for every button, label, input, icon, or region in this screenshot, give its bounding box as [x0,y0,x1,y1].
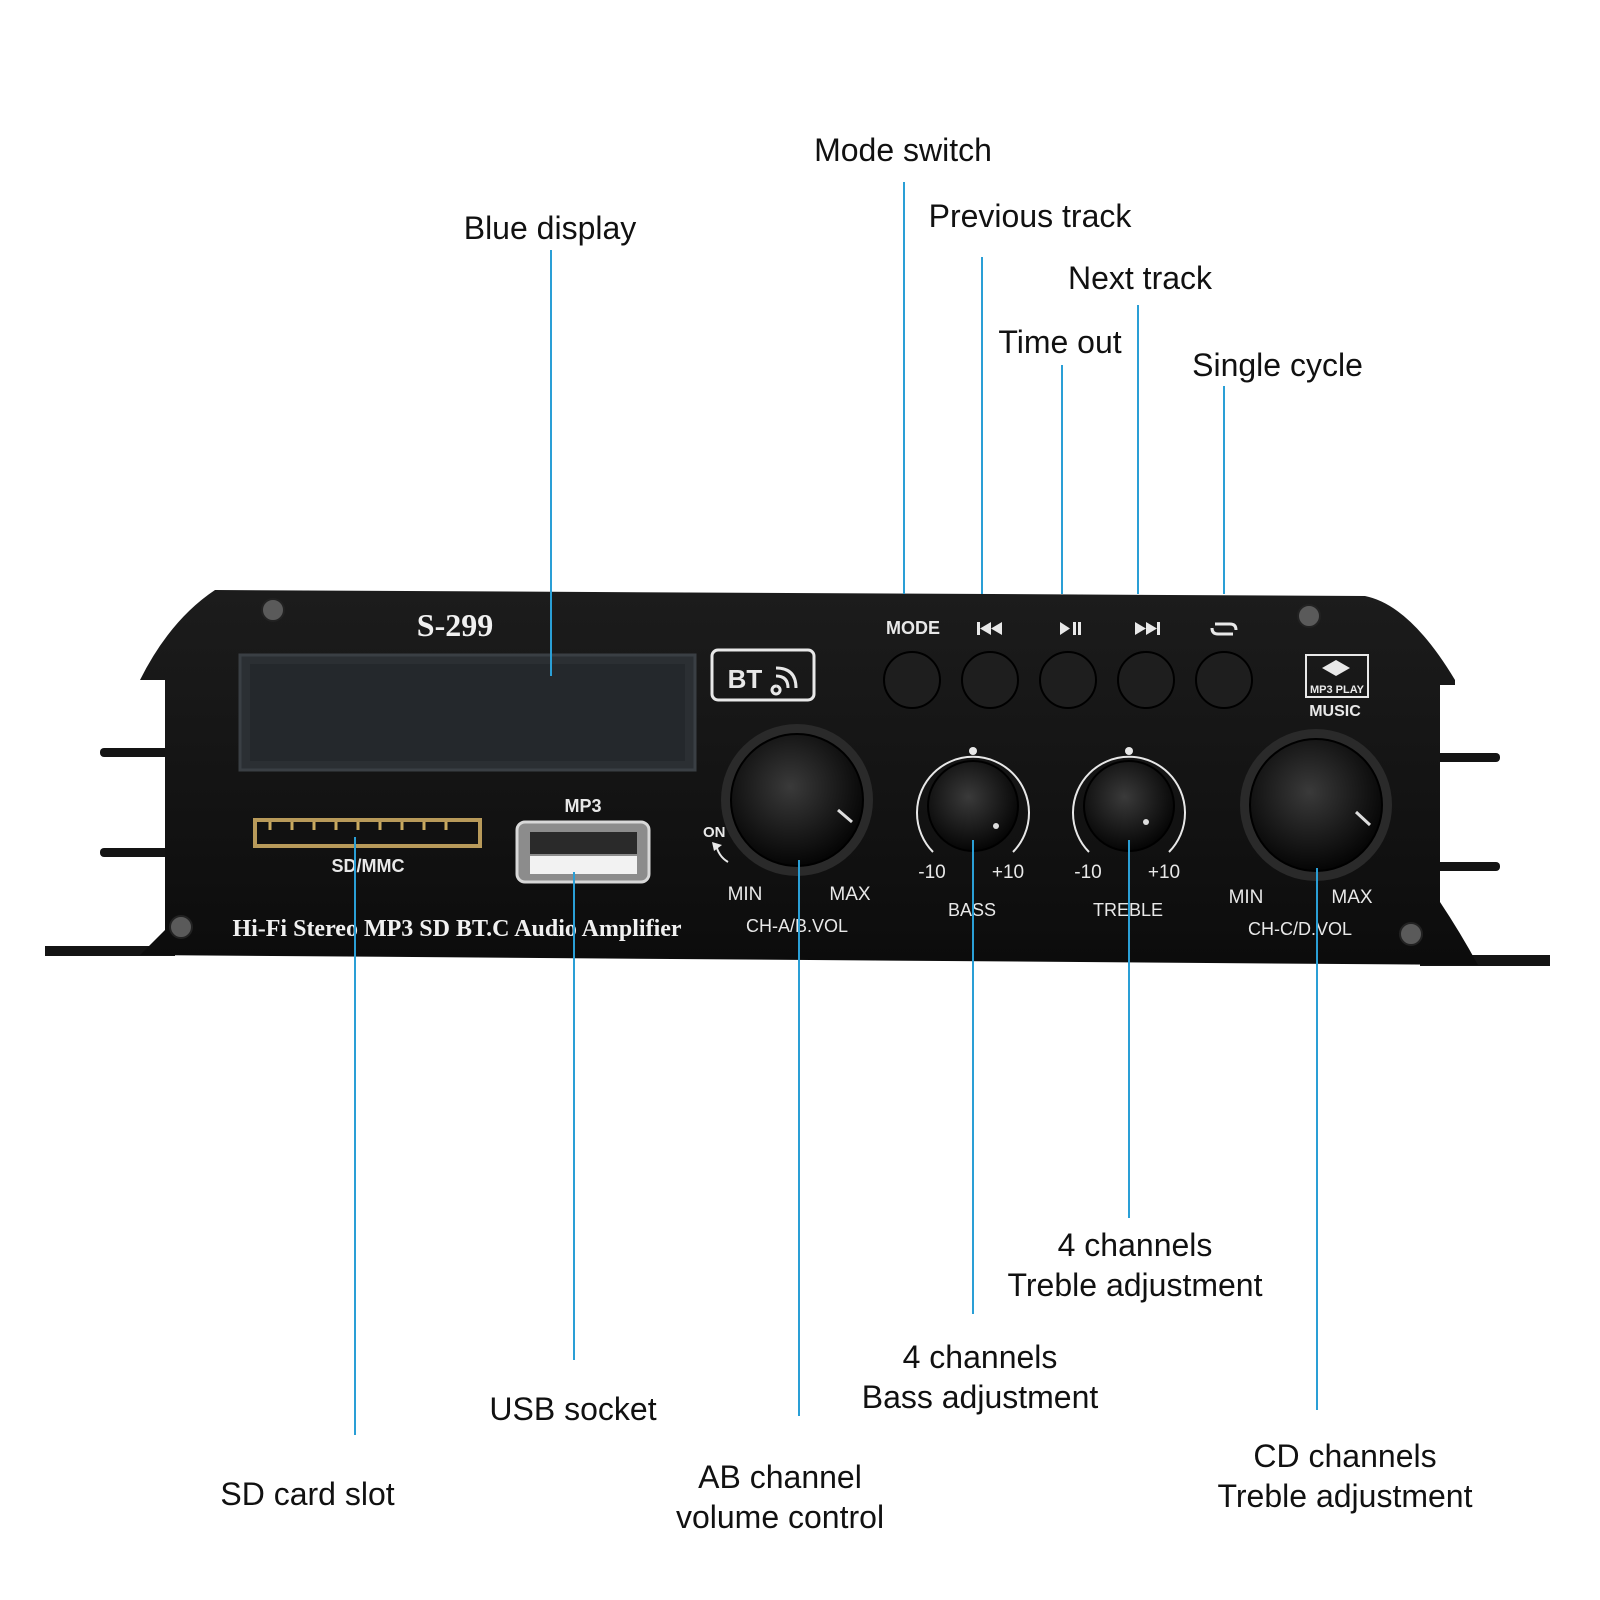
callout-usb-socket: USB socket [489,1391,657,1427]
play-pause-icon [1060,622,1081,635]
ab-volume-knob[interactable] [730,733,864,867]
repeat-button[interactable] [1195,651,1253,709]
callout-bass-line2: Bass adjustment [861,1379,1099,1415]
callout-cd-treble-line2: Treble adjustment [1217,1478,1473,1514]
treble-min-label: -10 [1074,862,1101,883]
on-label: ON [703,824,726,841]
panel-screws [169,598,1423,946]
callout-bass-line1: 4 channels [902,1339,1058,1375]
leader-sd-card-slot [354,837,356,1435]
leader-next-track [1137,305,1139,594]
callout-cd-treble: CD channels Treble adjustment [1195,1436,1495,1516]
callout-treble-line2: Treble adjustment [1007,1267,1263,1303]
heatsink-fins [45,748,1550,966]
callout-ab-volume-line1: AB channel [698,1459,862,1495]
bass-max-label: +10 [992,862,1024,883]
ab-min-label: MIN [728,884,763,905]
bass-knob[interactable] [927,760,1019,852]
cd-max-label: MAX [1331,887,1373,908]
sd-label: SD/MMC [332,856,405,876]
svg-text:MP3 PLAY: MP3 PLAY [1310,684,1365,696]
callout-previous-track: Previous track [928,198,1132,234]
leader-bass [972,840,974,1314]
cd-knob-label: CH-C/D.VOL [1248,919,1352,939]
bluetooth-wave-icon [770,666,798,696]
leader-treble [1128,840,1130,1218]
leader-cd-treble [1316,868,1318,1410]
leader-single-cycle [1223,386,1225,594]
repeat-icon [1210,622,1238,636]
music-label: MUSIC [1309,703,1361,720]
callout-treble-line1: 4 channels [1057,1227,1213,1263]
control-buttons [883,651,1253,709]
ab-max-label: MAX [829,884,871,905]
usb-label: MP3 [564,796,601,816]
bt-badge-label: BT [728,664,763,694]
leader-usb-socket [573,872,575,1360]
leader-previous-track [981,257,983,594]
leader-mode-switch [903,182,905,594]
callout-sd-card-slot: SD card slot [220,1476,395,1512]
mode-button[interactable] [883,651,941,709]
bass-min-label: -10 [918,862,945,883]
treble-max-label: +10 [1148,862,1180,883]
callout-ab-volume: AB channel volume control [650,1457,910,1537]
previous-track-button[interactable] [961,651,1019,709]
mode-label: MODE [886,618,940,638]
leader-ab-volume [798,860,800,1416]
model-number: S-299 [417,607,493,643]
callout-bass: 4 channels Bass adjustment [840,1337,1120,1417]
callout-blue-display: Blue display [463,210,637,246]
leader-blue-display [550,250,552,676]
ab-knob-label: CH-A/B.VOL [746,916,848,936]
callout-single-cycle: Single cycle [1192,347,1363,383]
cd-volume-knob[interactable] [1249,738,1383,872]
cd-min-label: MIN [1229,887,1264,908]
play-pause-button[interactable] [1039,651,1097,709]
mp3-play-badge: MP3 PLAY [1305,654,1369,698]
callout-next-track: Next track [1067,260,1213,296]
callout-mode-switch: Mode switch [814,132,992,168]
bt-badge: BT [710,648,816,702]
product-line: Hi-Fi Stereo MP3 SD BT.C Audio Amplifier [232,916,681,942]
leader-time-out [1061,365,1063,594]
callout-cd-treble-line1: CD channels [1253,1438,1437,1474]
callout-time-out: Time out [998,324,1122,360]
treble-knob[interactable] [1083,760,1175,852]
next-track-icon [1135,622,1160,635]
callout-treble: 4 channels Treble adjustment [985,1225,1285,1305]
callout-ab-volume-line2: volume control [675,1499,885,1535]
previous-track-icon [977,622,1002,635]
next-track-button[interactable] [1117,651,1175,709]
